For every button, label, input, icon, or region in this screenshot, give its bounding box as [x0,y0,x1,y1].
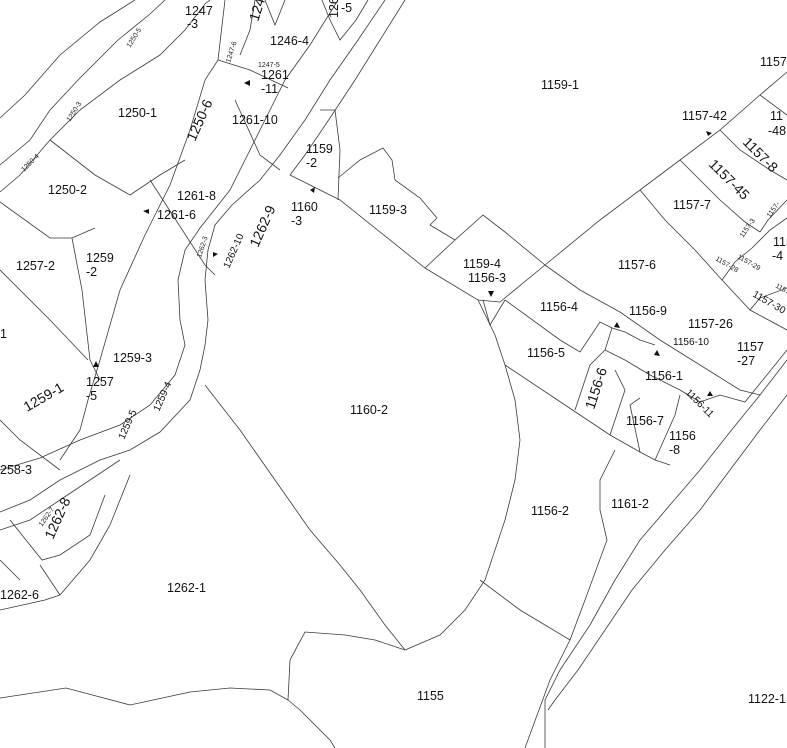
parcel-label: -3 [187,17,198,31]
parcel-label: 1155 [417,689,444,703]
parcel-label: 1261-8 [177,189,216,203]
parcel-label: -2 [306,156,317,170]
parcel-label: 1262-10 [222,232,247,270]
parcel-label: -5 [341,1,352,15]
parcel-label: 1261-6 [157,208,196,222]
parcel-label: 1156-10 [673,337,709,348]
parcel-label: -8 [669,443,680,457]
parcel-label: 1157-8 [740,134,782,176]
parcel-label: 1156-3 [468,271,506,285]
parcel-label: 1250-5 [126,27,144,49]
parcel-label: 1157-29 [736,254,761,273]
leader-arrows [93,80,713,396]
parcel-label: 1156-1 [645,369,683,383]
parcel-label: -2 [86,265,97,279]
parcel-label: 1161-2 [611,497,649,511]
parcel-label: 1247 [185,4,213,18]
parcel-label: 1157 [760,55,787,69]
parcel-label: 1157-26 [688,317,733,331]
parcel-label: 1160-2 [350,403,388,417]
parcel-label: 1157-42 [682,109,727,123]
parcel-label: 1259-1 [21,379,67,415]
parcel-label: 1157 [737,340,764,354]
parcel-label: 1262-9 [246,203,278,250]
parcel-label: 1159 [306,142,333,156]
parcel-label: -48 [768,124,786,138]
parcel-label: 1 [0,327,7,341]
parcel-label: 1157- [774,283,787,298]
parcel-label: 11 [770,109,783,123]
parcel-label: 1257 [86,375,114,389]
parcel-label: -27 [737,354,755,368]
road-edge-inner [0,0,166,166]
parcel-label: 1259 [86,251,114,265]
winding-road-east-edge [0,0,386,513]
parcel-label: 115 [773,235,787,249]
parcel-label: 1157-7 [673,198,711,212]
parcel-label: 1157-6 [618,258,656,272]
parcel-label: -11 [261,82,278,96]
parcel-label: 1250-2 [48,183,87,197]
parcel-label: 1247-5 [258,62,280,69]
parcel-label: 1159-3 [369,203,407,217]
road-edge-3 [0,0,211,193]
parcel-label: 1156-4 [540,300,578,314]
parcel-label: 1246-4 [270,34,309,48]
parcel-label: 1257-2 [16,259,55,273]
parcel-label: 1261-10 [232,113,278,127]
parcel-labels: 1247 -3 1246 1246-4 126 -5 1159-1 1157 1… [0,0,787,706]
parcel-label: 1159-1 [541,78,579,92]
parcel-label: -5 [86,389,97,403]
parcel-label: 1122-1 [748,692,786,706]
winding-road-east-edge-2 [289,0,406,176]
road-edge-outer [0,0,136,119]
parcel-label: 1157- [766,200,782,219]
parcel-label: 258-3 [0,463,32,477]
parcel-label: 1156-9 [629,304,667,318]
parcel-label: -4 [772,249,783,263]
parcel-label: 1156-6 [582,365,610,411]
parcel-label: 1250-6 [183,97,215,144]
parcel-label: 1160 [291,200,318,214]
parcel-label: 126 [327,0,341,18]
parcel-label: 1247-6 [225,41,238,64]
winding-road-west-edge [0,0,339,471]
parcel-label: 1156-2 [531,504,569,518]
parcel-label: 1159-4 [463,257,501,271]
parcel-label: 1262-1 [167,581,206,595]
parcel-label: 1250-4 [20,153,40,173]
parcel-label: 1261 [261,68,289,82]
parcel-label: 1156-7 [626,414,664,428]
parcel-label: 1259-3 [113,351,152,365]
parcel-label: 1262-6 [0,588,39,602]
parcel-label: 1250-3 [66,101,84,123]
parcel-label: 1259-4 [152,380,175,413]
parcel-label: 1156-5 [527,346,565,360]
parcel-label: 1246 [246,0,271,23]
parcel-label: 1156-11 [683,387,716,420]
parcel-label: -3 [291,214,302,228]
parcel-label: 1156 [669,429,696,443]
parcel-label: 1157-45 [706,156,753,203]
parcel-label: 1250-1 [118,106,157,120]
parcel-label: 1157-28 [714,256,739,275]
